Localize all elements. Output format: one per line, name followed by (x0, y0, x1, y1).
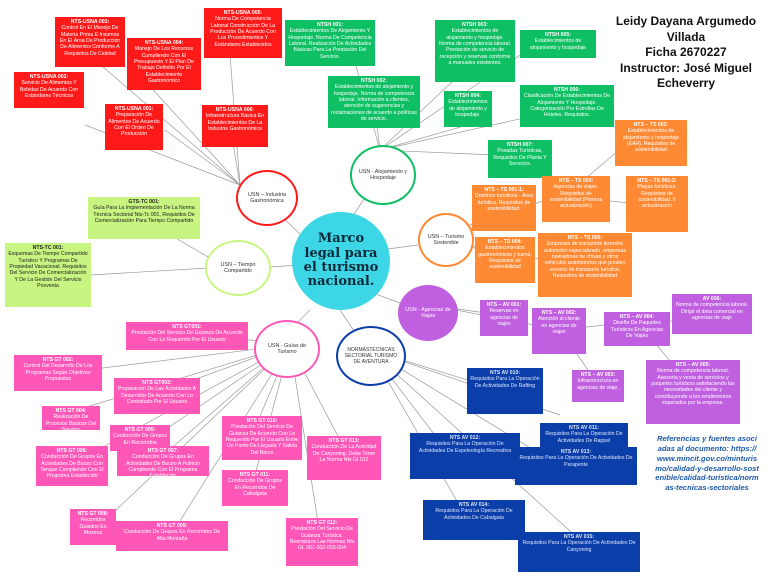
instructor-name: Instructor: José Miguel Echeverry (619, 60, 753, 91)
norm-box: NTS – AV 003:Infraestructura en agencias… (572, 370, 624, 402)
norm-box: GTS-TC 001:Guía Para La Implementación D… (88, 197, 200, 239)
norm-box: NTS – TS 005:Empresas de transporte terr… (538, 233, 632, 297)
norm-box: NTS GT 007:Conducción De Grupos En Activ… (117, 446, 209, 476)
norm-box: NTS – TS 002:Establecimientos de alojami… (615, 120, 687, 166)
hub-agencias-viajes: USN - Agencias de Viajes (398, 285, 458, 341)
hub-turismo-aventura: NORMASTECNICAS SECTORIAL TURISMO DE AVEN… (336, 326, 406, 386)
norm-box: NTS – AV 005:Norma de competencia labora… (646, 360, 740, 424)
norm-box: NTS AV 010:Requisitos Para La Operación … (467, 368, 543, 414)
hub-industria-gastronomica: USN – Industria Gastronómica (236, 170, 298, 226)
norm-box: NTS GT003:Preparación De Las Actividades… (114, 378, 200, 414)
norm-box: NTS AV 013:Requisitos Para La Operación … (515, 447, 637, 485)
norm-box: NTS AV 015:Requisitos Para La Operación … (518, 532, 640, 572)
norm-box: NTSH 002:Establecimientos de alojamiento… (328, 76, 420, 128)
norm-box: NTS – AV 002:Atención al cliente en agen… (532, 308, 586, 354)
norm-box: NTS GT 008:Recorridos Guiados En Museos (70, 509, 116, 545)
norm-box: NTS GT 013:Conducción De La Actividad De… (307, 436, 381, 480)
norm-box: NTS-USNA 003:Control En El Manejo De Mat… (55, 17, 125, 67)
norm-box: NTS GT 006:Conducción De Grupos En Activ… (36, 446, 108, 486)
norm-box: AV 006:Norma de competencia laboral. Dir… (672, 294, 752, 334)
norm-box: NTSH 005:Establecimientos de alojamiento… (520, 30, 596, 58)
norm-box: NTS-USNA 001:Preparación De Alimentos De… (105, 104, 163, 150)
ficha-number: Ficha 2670227 (645, 45, 727, 60)
norm-box: NTS GT 004:Realización De Procesos Básic… (42, 406, 100, 430)
hub-guias-turismo: USN - Guías de Turismo (254, 320, 320, 378)
hub-tiempo-compartido: USN – Tiempo Compartido (205, 240, 271, 296)
norm-box: NTS AV 012:Requisitos Para La Operación … (410, 433, 520, 479)
norm-box: NTSH 001:Establecimientos De Alojamiento… (285, 20, 375, 66)
norm-box: NTS-USNA 004:Manejo De Los Recursos Cump… (127, 38, 201, 90)
norm-box: NTS – TS 003:Agencias de viajes. Requisi… (542, 176, 610, 222)
norm-box: NTS AV 014:Requisitos Para La Operación … (423, 500, 525, 540)
norm-box: NTS – TS 001-2:Playas turísticas. Requis… (626, 176, 688, 232)
hub-turismo-sostenible: USN – Turismo Sostenible (418, 213, 474, 267)
norm-box: NTS GT 010:Prestación Del Servicio De Gu… (222, 416, 302, 460)
norm-box: NTS – AV 004:Diseño De Paquetes Turístic… (604, 312, 670, 346)
norm-box: NTS GT 012:Prestación Del Servicio De Gu… (286, 518, 358, 566)
norm-box: NTS-USNA 005:Norma De Competencia Labora… (204, 8, 282, 58)
author-name: Leidy Dayana Argumedo Villada (615, 14, 757, 44)
central-topic: Marco legal para el turismo nacional. (292, 212, 390, 310)
norm-box: NTS – TS 001-1:Destinos turísticos - Áre… (472, 185, 536, 231)
author-info: Leidy Dayana Argumedo Villada Ficha 2670… (612, 14, 760, 92)
references-text: Referencias y fuentes asociadas al docum… (655, 434, 759, 493)
norm-box: NTS GT001:Prestación Del Servicio De Gui… (126, 322, 248, 350)
norm-box: NTSH 006:Clasificación De Establecimient… (520, 85, 614, 127)
norm-box: NTSH 003:Establecimientos de alojamiento… (435, 20, 515, 82)
norm-box: NTSH 004:Establecimientos de alojamiento… (444, 91, 492, 127)
norm-box: NTS-TC 001:Esquemas De Tiempo Compartido… (5, 243, 91, 307)
norm-box: NTS-USNA 002:Servicio De Alimentos Y Beb… (14, 72, 84, 108)
norm-box: NTS GT 002:Control Del Desarrollo De Los… (14, 355, 102, 391)
norm-box: NTS – AV 001:Reservas en agencias de via… (480, 300, 528, 336)
hub-alojamiento-hospedaje: USN - Alojamiento y Hospedaje (350, 145, 416, 205)
norm-box: NTS GT 011:Conducción De Grupos En Recor… (222, 470, 288, 506)
norm-box: NTS – TS 004:Establecimientos gastronómi… (475, 237, 535, 283)
norm-box: NTSH 007:Posadas Turísticas, Requisitos … (488, 140, 552, 178)
norm-box: NTS-USNA 006:Infraestructura Básica En E… (202, 105, 268, 147)
norm-box: NTS GT 009:Conducción De Grupos En Recor… (116, 521, 228, 551)
